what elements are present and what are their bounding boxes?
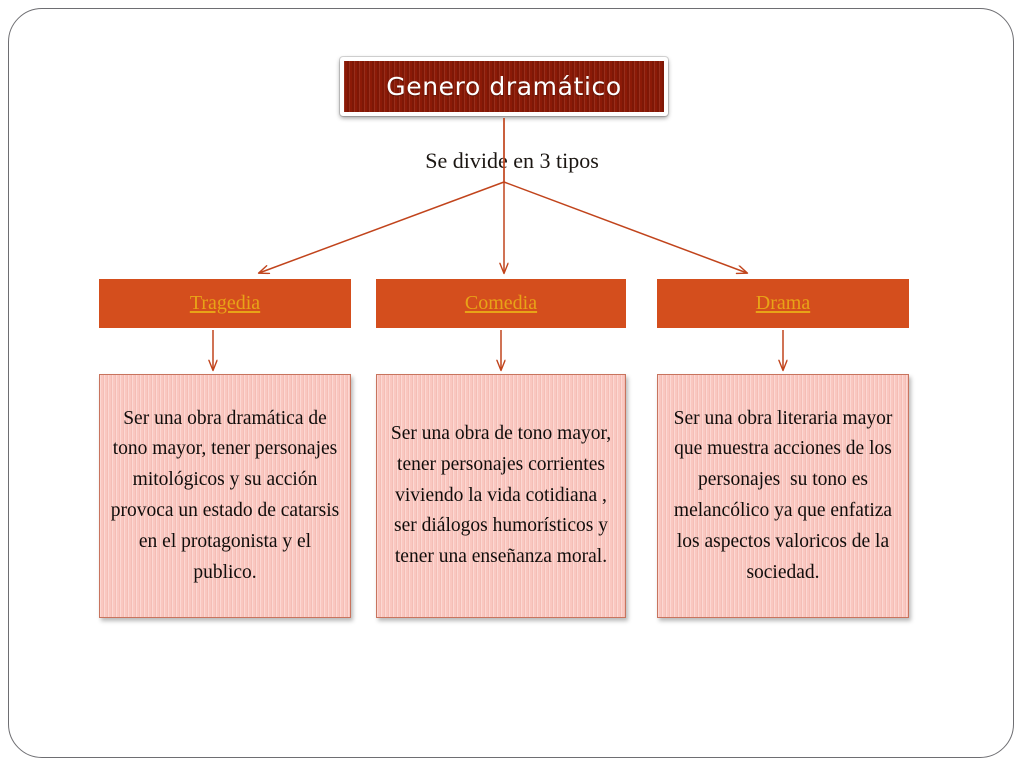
category-node-comedia[interactable]: Comedia [376, 279, 626, 328]
category-node-drama[interactable]: Drama [657, 279, 909, 328]
title-node-label: Genero dramático [386, 72, 622, 101]
description-node-comedia: Ser una obra de tono mayor, tener person… [376, 374, 626, 618]
description-node-drama: Ser una obra literaria mayor que muestra… [657, 374, 909, 618]
description-node-text: Ser una obra literaria mayor que muestra… [673, 407, 898, 583]
title-node: Genero dramático [340, 57, 668, 116]
slide-frame-border [8, 8, 1014, 758]
description-node-tragedia: Ser una obra dramática de tono mayor, te… [99, 374, 351, 618]
connector-caption: Se divide en 3 tipos [425, 148, 599, 173]
description-node-text: Ser una obra de tono mayor, tener person… [390, 423, 616, 568]
category-node-label: Comedia [464, 292, 538, 314]
category-node-label: Tragedia [189, 292, 261, 314]
category-node-tragedia[interactable]: Tragedia [99, 279, 351, 328]
description-node-text: Ser una obra dramática de tono mayor, te… [110, 407, 345, 583]
category-node-label: Drama [755, 292, 811, 314]
